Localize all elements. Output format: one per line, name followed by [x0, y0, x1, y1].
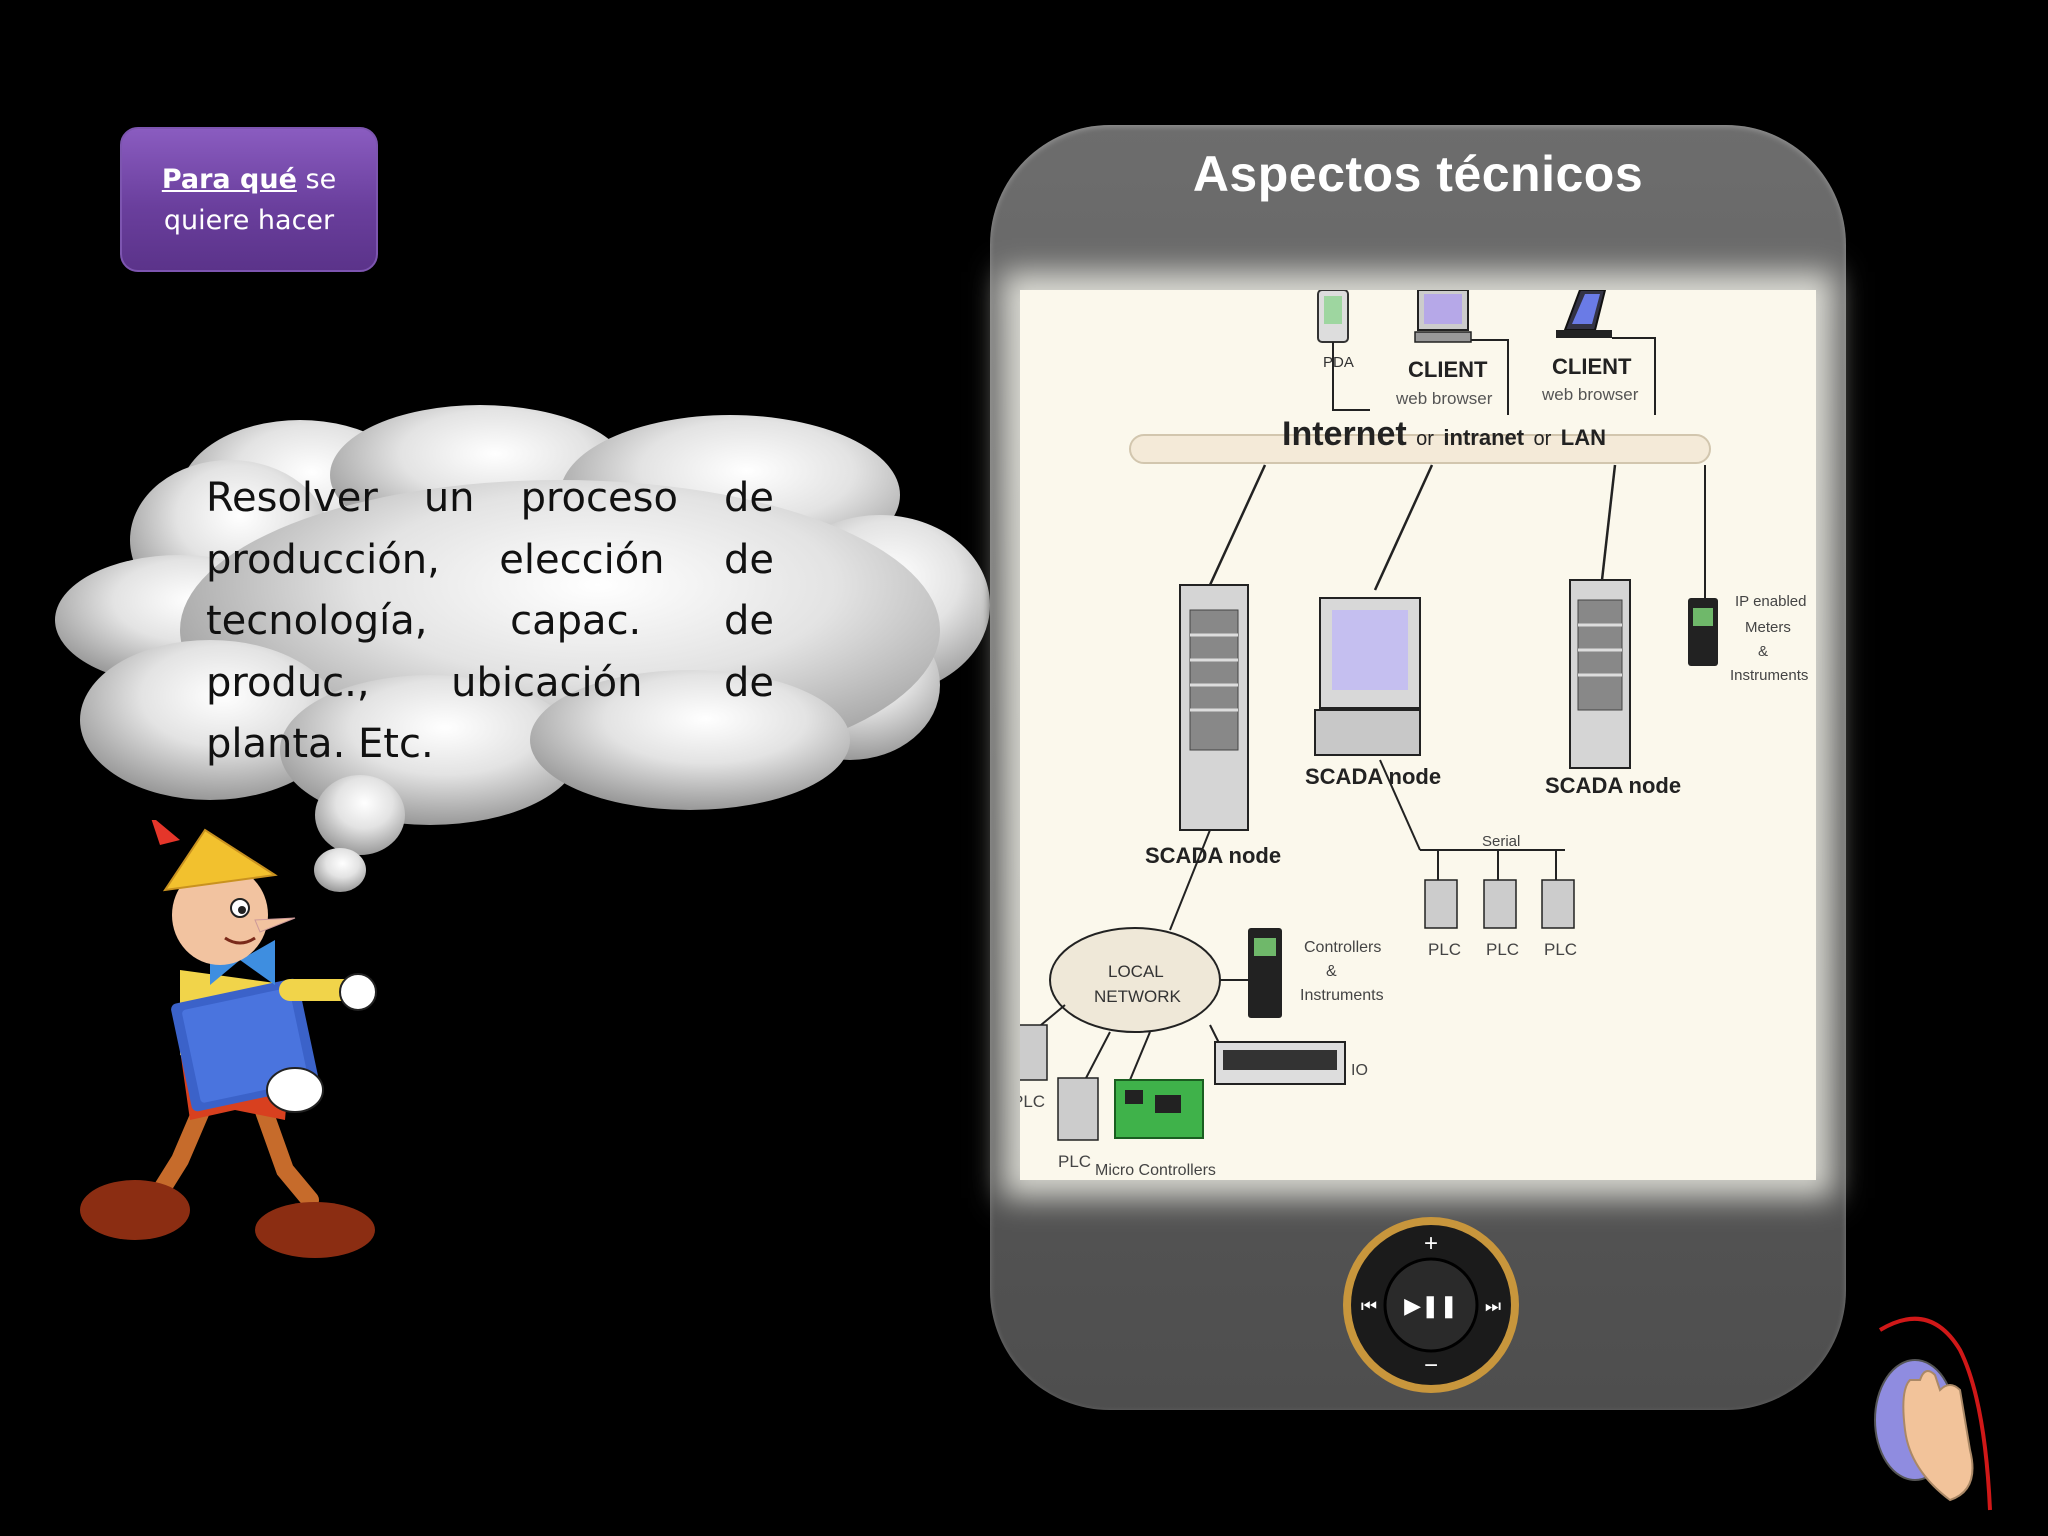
- plus-icon[interactable]: +: [1424, 1230, 1438, 1257]
- client-sub-1: web browser: [1395, 389, 1493, 408]
- hand-mouse-icon: [1874, 1316, 1992, 1511]
- internet-label: Internet or intranet or LAN: [1282, 415, 1606, 453]
- cloud-shape: [55, 405, 990, 892]
- ip-label-3: &: [1758, 643, 1768, 660]
- scada-server-right-bays: [1577, 599, 1623, 711]
- tag-line-2: quiere hacer: [163, 205, 335, 236]
- next-icon[interactable]: ⏭: [1485, 1296, 1501, 1316]
- device-title: Aspectos técnicos: [1192, 146, 1644, 202]
- ip-label-4: Instruments: [1730, 667, 1808, 684]
- plc-label-left: PLC: [1020, 1092, 1045, 1111]
- controllers-label-3: Instruments: [1300, 987, 1384, 1004]
- controller-display: [1254, 938, 1276, 956]
- speech-text: Resolver un proceso de producción, elecc…: [206, 475, 774, 767]
- client-laptop-2-screen: [1572, 294, 1600, 324]
- client-label-2: CLIENT: [1552, 354, 1632, 379]
- pda-screen: [1324, 296, 1342, 324]
- scada-monitor-center-screen: [1332, 610, 1408, 690]
- internet-bus: [1129, 434, 1711, 464]
- io-label: IO: [1351, 1062, 1368, 1079]
- scada-label-left: SCADA node: [1145, 843, 1281, 868]
- tag-line-1: Para qué se: [122, 159, 376, 200]
- control-wheel[interactable]: + − ⏮ ⏭ ▶❚❚: [1341, 1215, 1521, 1395]
- plc-device-left: [1020, 1024, 1048, 1081]
- tag-box: Para qué se quiere hacer: [120, 127, 378, 272]
- scada-label-center: SCADA node: [1305, 764, 1441, 789]
- local-label-1: LOCAL: [1108, 962, 1164, 981]
- client-sub-2: web browser: [1541, 385, 1639, 404]
- plc-device-bottom: [1057, 1077, 1099, 1141]
- previous-icon[interactable]: ⏮: [1361, 1296, 1377, 1316]
- media-player-device: Aspectos técnicos PDA CLIENT web browser…: [990, 125, 1846, 1410]
- scada-server-left-bays: [1189, 609, 1239, 751]
- controllers-label-2: &: [1326, 963, 1337, 980]
- ip-label-2: Meters: [1745, 619, 1791, 636]
- micro-label: Micro Controllers: [1095, 1162, 1216, 1179]
- thought-cloud: Resolver un proceso de producción, elecc…: [0, 400, 1000, 920]
- tag-rest: se: [305, 164, 337, 195]
- client-keyboard-1: [1414, 331, 1472, 343]
- tag-bold: Para qué: [161, 164, 297, 195]
- scada-cpu-center: [1314, 709, 1421, 756]
- device-screen: PDA CLIENT web browser CLIENT web browse…: [1020, 290, 1816, 1180]
- io-rack-modules: [1223, 1050, 1337, 1070]
- micro-controller-board: [1114, 1079, 1204, 1139]
- client-monitor-1-screen: [1424, 294, 1462, 324]
- serial-label: Serial: [1482, 833, 1520, 850]
- plc-device-2: [1483, 879, 1517, 929]
- pda-label: PDA: [1323, 354, 1354, 371]
- ip-meter-display: [1693, 608, 1713, 626]
- controllers-label-1: Controllers: [1304, 939, 1381, 956]
- ip-label-1: IP enabled: [1735, 593, 1806, 610]
- client-laptop-2-base: [1556, 330, 1612, 338]
- plc-device-1: [1424, 879, 1458, 929]
- plc-label-2: PLC: [1486, 940, 1519, 959]
- scada-label-right: SCADA node: [1545, 773, 1681, 798]
- client-label-1: CLIENT: [1408, 357, 1488, 382]
- pinocchio-illustration: [80, 820, 377, 1258]
- local-label-2: NETWORK: [1094, 987, 1182, 1006]
- control-wheel-center: [1383, 1257, 1479, 1353]
- play-pause-icon[interactable]: ▶❚❚: [1404, 1293, 1458, 1319]
- minus-icon[interactable]: −: [1424, 1352, 1438, 1379]
- plc-device-3: [1541, 879, 1575, 929]
- plc-label-1: PLC: [1428, 940, 1461, 959]
- plc-label-3: PLC: [1544, 940, 1577, 959]
- scada-network-diagram: PDA CLIENT web browser CLIENT web browse…: [1020, 290, 1808, 1179]
- plc-label-bottom: PLC: [1058, 1152, 1091, 1171]
